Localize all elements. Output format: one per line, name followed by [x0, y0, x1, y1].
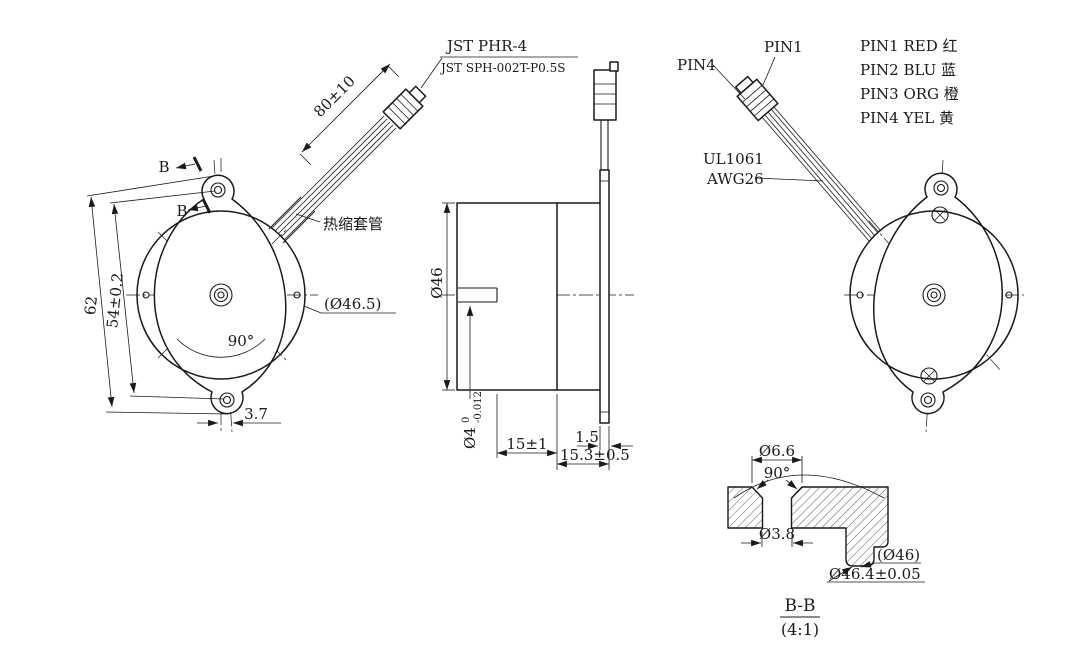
shaft-tol-lower-text: -0.012 — [473, 391, 484, 423]
shaft-dia-text: Ø4 — [461, 427, 479, 449]
front-connector — [382, 85, 427, 130]
section-hole-text: Ø3.8 — [759, 525, 795, 543]
rear-case-screws — [920, 206, 949, 385]
terminal-name-text: JST SPH-002T-P0.5S — [439, 61, 565, 75]
rear-flange-outline — [873, 172, 1003, 415]
front-ear-holes — [210, 182, 235, 408]
rear-body-circle — [849, 210, 1019, 380]
section-title-block: B-B (4:1) — [780, 596, 820, 639]
rear-connector — [734, 75, 779, 122]
side-body — [456, 202, 558, 391]
shaft-tol-upper-text: 0 — [461, 417, 472, 423]
pin-color-row-2: PIN2 BLU 蓝 — [860, 61, 956, 79]
side-shaft — [458, 287, 498, 303]
rear-ear-holes — [920, 180, 949, 408]
section-b-markers: B B — [158, 156, 212, 220]
pin1-label: PIN1 — [764, 38, 803, 56]
front-cable-length-text: 80±10 — [310, 72, 359, 121]
heat-shrink-callout: 热缩套管 — [295, 213, 383, 233]
side-flange-steps — [600, 180, 609, 413]
pin4-callout: PIN4 — [677, 56, 746, 100]
section-title: B-B — [784, 596, 815, 616]
front-dim-overall: 62 — [81, 175, 229, 415]
front-flange-outline — [153, 174, 287, 415]
side-body-extension — [556, 202, 601, 391]
front-dim-offset: 3.7 — [197, 405, 281, 427]
pin1-callout: PIN1 — [762, 38, 803, 86]
side-view: Ø46 Ø4 0 -0.012 15±1 15.3±0.5 — [428, 61, 634, 470]
side-cable — [593, 61, 619, 170]
rear-view: PIN4 PIN1 UL1061 AWG26 PIN1 RED 红 PIN2 B… — [677, 37, 1024, 433]
side-diameter-text: Ø46 — [428, 267, 446, 298]
rear-cable-wires — [761, 106, 882, 242]
pin-color-row-3: PIN3 ORG 橙 — [860, 85, 959, 103]
connector-name-text: JST PHR-4 — [445, 37, 527, 55]
front-angle-arc — [176, 338, 266, 358]
section-bb-detail: Ø6.6 90° Ø3.8 (Ø46) Ø46.4±0.05 — [727, 442, 925, 639]
front-heat-shrink-tube — [268, 196, 316, 244]
side-depth-dim: 15.3±0.5 — [557, 426, 630, 470]
section-csink-angle-text: 90° — [764, 464, 791, 482]
pin-color-row-1: PIN1 RED 红 — [860, 37, 958, 55]
section-boss-dim: Ø46.4±0.05 — [827, 565, 925, 583]
side-shaft-dim: Ø4 0 -0.012 — [461, 306, 484, 449]
front-dim-holes-text: 54±0.2 — [103, 272, 127, 329]
section-csink-dim: Ø6.6 — [751, 442, 803, 483]
section-scale: (4:1) — [781, 620, 819, 639]
rear-side-holes — [856, 291, 1013, 299]
pin-color-table: PIN1 RED 红 PIN2 BLU 蓝 PIN3 ORG 橙 PIN4 YE… — [860, 37, 959, 127]
rear-shaft-hub — [922, 283, 946, 307]
front-dim-holes: 54±0.2 — [103, 190, 225, 400]
front-view: 90° 62 54±0.2 3.7 (Ø46.5) — [81, 37, 578, 434]
section-left-wing — [727, 486, 764, 529]
front-dim-overall-text: 62 — [81, 295, 101, 316]
pin4-label: PIN4 — [677, 56, 716, 74]
side-shaft-length-dim: 15±1 — [496, 394, 558, 470]
side-shaft-length-text: 15±1 — [506, 435, 547, 453]
front-cable-length-dim: 80±10 — [299, 63, 400, 166]
section-ref-text: (Ø46) — [877, 546, 920, 564]
section-csink-angle-dim: 90° — [756, 464, 798, 490]
section-boss-text: Ø46.4±0.05 — [829, 565, 921, 583]
wire-type-label: UL1061 — [703, 150, 764, 168]
section-ref-dim: (Ø46) — [860, 546, 921, 568]
front-dim-body-leader: (Ø46.5) — [303, 295, 396, 314]
section-hole-dim: Ø3.8 — [741, 525, 813, 547]
side-diameter-dim: Ø46 — [428, 202, 455, 391]
section-marker-top-label: B — [158, 158, 169, 176]
front-body-circle — [136, 210, 306, 380]
section-marker-bottom-label: B — [176, 202, 187, 220]
front-side-holes — [142, 291, 301, 299]
heat-shrink-text: 热缩套管 — [323, 215, 383, 233]
section-csink-text: Ø6.6 — [759, 442, 795, 460]
wire-spec-callout: UL1061 AWG26 — [703, 150, 824, 188]
side-depth-text: 15.3±0.5 — [560, 446, 630, 464]
front-dim-offset-text: 3.7 — [244, 405, 268, 423]
side-flange-plate — [599, 169, 610, 424]
section-right-block — [790, 486, 889, 567]
pin-color-row-4: PIN4 YEL 黄 — [860, 109, 954, 127]
side-plate-thickness-dim: 1.5 — [575, 426, 633, 450]
side-plate-thickness-text: 1.5 — [575, 428, 599, 446]
wire-gauge-label: AWG26 — [706, 170, 764, 188]
connector-callout: JST PHR-4 JST SPH-002T-P0.5S — [420, 37, 578, 89]
front-shaft-hub — [209, 283, 233, 307]
front-dim-body-text: (Ø46.5) — [324, 295, 381, 313]
front-angle-dim: 90° — [228, 332, 255, 350]
